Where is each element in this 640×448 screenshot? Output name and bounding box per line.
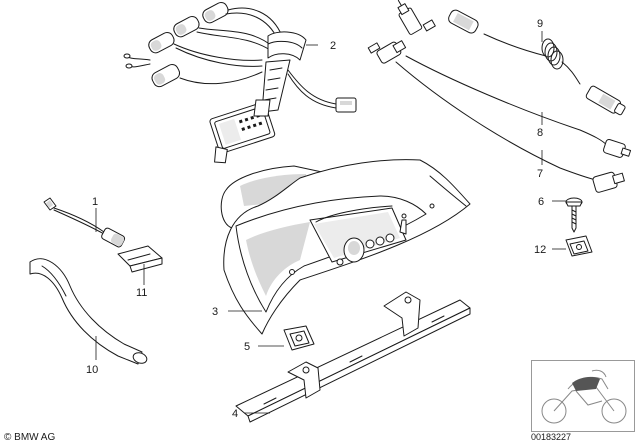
leader-lines [95, 31, 566, 414]
callout-labels: 1 2 3 4 5 6 7 8 9 10 11 12 [86, 18, 546, 420]
motorcycle-icon [541, 369, 627, 424]
bracket-rail [235, 291, 471, 423]
copyright-label: © BMW AG [4, 432, 56, 443]
callout-6: 6 [538, 196, 544, 208]
motorcycle-thumbnail [531, 360, 635, 432]
callout-8: 8 [537, 127, 543, 139]
clip-nut [283, 325, 315, 351]
hose [29, 258, 148, 365]
callout-7: 7 [537, 168, 543, 180]
instrument-cover [220, 159, 471, 335]
speed-nut [565, 235, 593, 257]
wiring-harness [123, 1, 357, 164]
sensor-lead [43, 197, 126, 248]
cable-set [367, 0, 632, 193]
callout-4: 4 [232, 408, 238, 420]
callout-1: 1 [92, 196, 98, 208]
callout-12: 12 [534, 244, 546, 256]
callout-3: 3 [212, 306, 218, 318]
document-number: 00183227 [531, 432, 572, 442]
callout-2: 2 [330, 40, 336, 52]
callout-10: 10 [86, 364, 98, 376]
screw [565, 197, 583, 233]
mounting-clip [117, 245, 163, 273]
callout-5: 5 [244, 341, 250, 353]
callout-11: 11 [136, 287, 147, 299]
callout-9: 9 [537, 18, 543, 30]
